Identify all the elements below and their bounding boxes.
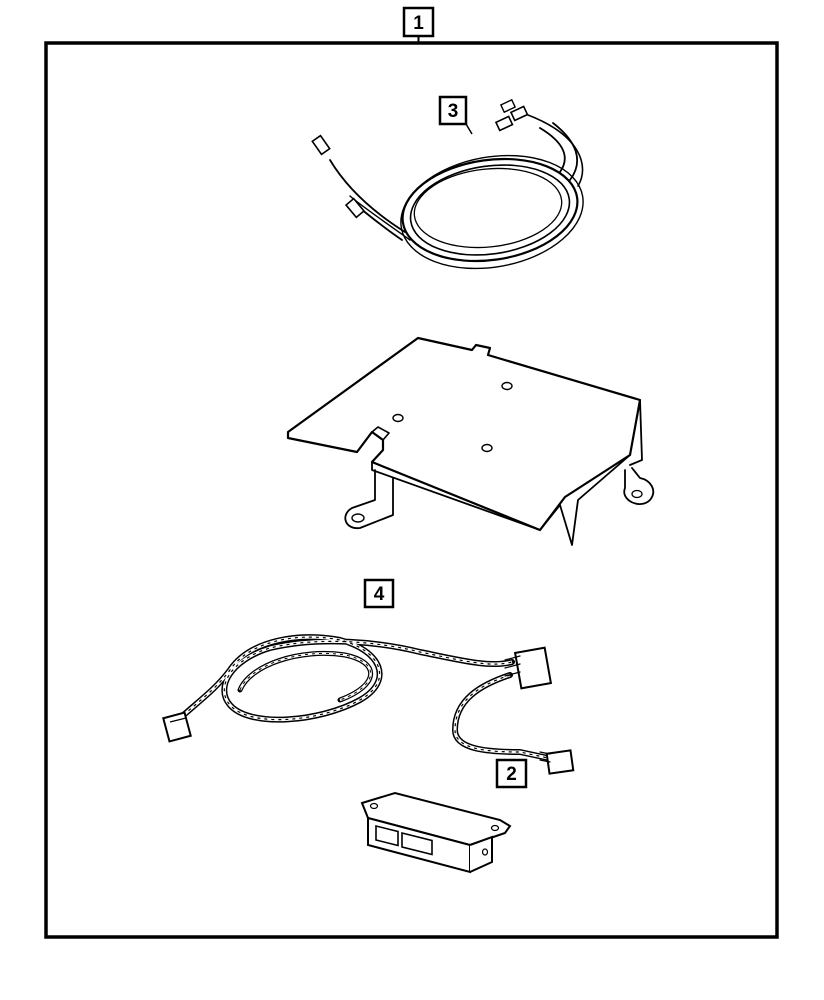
callout-1-label: 1 (413, 13, 424, 34)
callout-3-label: 3 (448, 101, 459, 122)
callout-2[interactable]: 2 (495, 758, 528, 789)
wiring-harness-illustration (162, 634, 575, 775)
callout-2-label: 2 (506, 764, 517, 785)
callout-4-label: 4 (374, 584, 385, 605)
callout-1[interactable]: 1 (402, 6, 435, 38)
callout-4-box (363, 578, 395, 609)
antenna-cable-illustration (311, 98, 584, 270)
kit-frame (44, 41, 779, 939)
module-illustration (360, 791, 512, 874)
callout-3-box (438, 95, 468, 126)
mounting-bracket-illustration (286, 336, 655, 546)
callout-3[interactable]: 3 (438, 95, 468, 126)
callout-4[interactable]: 4 (363, 578, 395, 609)
callout-3-leader (465, 123, 473, 135)
callout-2-box (495, 758, 528, 789)
